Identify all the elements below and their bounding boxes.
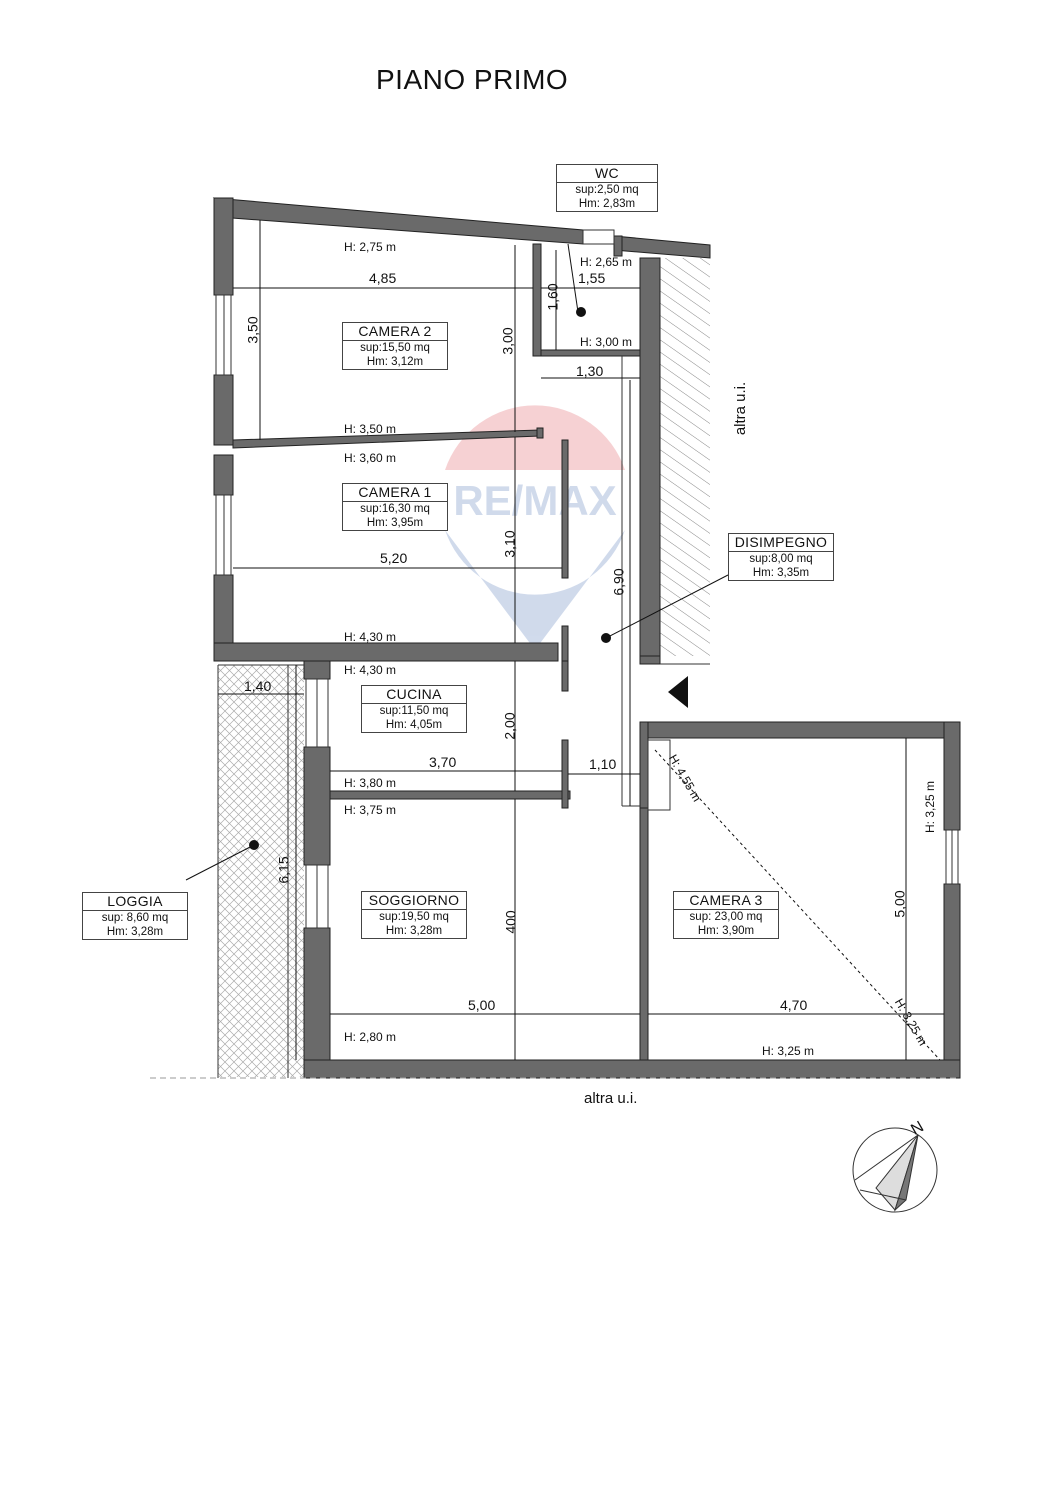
dim-loggia-width: 1,40 bbox=[244, 678, 272, 694]
room-name: SOGGIORNO bbox=[362, 892, 466, 910]
entrance-arrow-icon bbox=[668, 676, 688, 708]
room-name: CUCINA bbox=[362, 686, 466, 704]
dim-sogg-depth: 400 bbox=[502, 910, 519, 934]
room-camera2-label: CAMERA 2 sup:15,50 mq Hm: 3,12m bbox=[342, 322, 448, 370]
dim-cam2-inner: 3,00 bbox=[499, 327, 516, 355]
room-height: Hm: 3,12m bbox=[366, 356, 424, 368]
room-height: Hm: 3,35m bbox=[752, 567, 810, 579]
room-surface: sup: 23,00 mq bbox=[689, 911, 763, 923]
height-cam1-bottom: H: 4,30 m bbox=[344, 630, 397, 644]
dim-cam3-depth: 5,00 bbox=[891, 890, 908, 918]
height-sogg-bottom: H: 2,80 m bbox=[344, 1030, 397, 1044]
room-name: DISIMPEGNO bbox=[729, 534, 833, 552]
height-cucina-top: H: 4,30 m bbox=[344, 663, 397, 677]
height-cucina-bottom: H: 3,80 m bbox=[344, 776, 397, 790]
dim-loggia-length: 6,15 bbox=[275, 856, 292, 884]
room-height: Hm: 2,83m bbox=[578, 198, 636, 210]
dim-cucina-width: 3,70 bbox=[429, 754, 457, 770]
compass-icon bbox=[852, 1127, 938, 1213]
dim-dis-length: 6,90 bbox=[610, 568, 627, 596]
room-name: WC bbox=[557, 165, 657, 183]
height-cam2-bottom: H: 3,50 m bbox=[344, 422, 397, 436]
room-name: CAMERA 1 bbox=[343, 484, 447, 502]
dim-cam2-width: 4,85 bbox=[369, 270, 397, 286]
room-name: CAMERA 2 bbox=[343, 323, 447, 341]
room-soggiorno-label: SOGGIORNO sup:19,50 mq Hm: 3,28m bbox=[361, 891, 467, 939]
room-wc-label: WC sup:2,50 mq Hm: 2,83m bbox=[556, 164, 658, 212]
neighbor-label-right: altra u.i. bbox=[732, 381, 750, 436]
dim-wc-height: 1,60 bbox=[544, 283, 561, 311]
neighbor-label-bottom: altra u.i. bbox=[584, 1090, 638, 1107]
room-surface: sup: 8,60 mq bbox=[101, 912, 169, 924]
height-cam2-top: H: 2,75 m bbox=[344, 240, 397, 254]
room-camera3-label: CAMERA 3 sup: 23,00 mq Hm: 3,90m bbox=[673, 891, 779, 939]
dim-cam3-width: 4,70 bbox=[780, 997, 808, 1013]
dim-sogg-width: 5,00 bbox=[468, 997, 496, 1013]
room-markers bbox=[249, 307, 611, 850]
room-cucina-label: CUCINA sup:11,50 mq Hm: 4,05m bbox=[361, 685, 467, 733]
dim-dis-width: 1,10 bbox=[589, 756, 617, 772]
room-name: CAMERA 3 bbox=[674, 892, 778, 910]
watermark-text: RE/MAX bbox=[453, 477, 616, 524]
room-loggia-label: LOGGIA sup: 8,60 mq Hm: 3,28m bbox=[82, 892, 188, 940]
room-surface: sup:16,30 mq bbox=[360, 503, 430, 515]
room-surface: sup:2,50 mq bbox=[575, 184, 639, 196]
dim-cam2-depth: 3,50 bbox=[244, 316, 261, 344]
dim-cam1-width: 5,20 bbox=[380, 550, 408, 566]
dimension-lines bbox=[185, 220, 944, 1061]
loggia-hatch bbox=[218, 665, 304, 1077]
room-height: Hm: 3,95m bbox=[366, 517, 424, 529]
room-height: Hm: 3,28m bbox=[385, 925, 443, 937]
room-height: Hm: 3,28m bbox=[106, 926, 164, 938]
dim-corr-width: 1,30 bbox=[576, 363, 604, 379]
windows bbox=[215, 229, 959, 1078]
room-surface: sup:15,50 mq bbox=[360, 342, 430, 354]
room-surface: sup:11,50 mq bbox=[379, 705, 449, 717]
room-surface: sup:8,00 mq bbox=[749, 553, 813, 565]
neighbor-hatch bbox=[660, 258, 710, 656]
dim-cucina-depth: 2,00 bbox=[501, 712, 518, 740]
height-cam3-bottom: H: 3,25 m bbox=[762, 1044, 815, 1058]
room-name: LOGGIA bbox=[83, 893, 187, 911]
dim-wc-width: 1,55 bbox=[578, 270, 606, 286]
height-cam3-right: H: 3,25 m bbox=[923, 780, 938, 834]
room-camera1-label: CAMERA 1 sup:16,30 mq Hm: 3,95m bbox=[342, 483, 448, 531]
room-height: Hm: 3,90m bbox=[697, 925, 755, 937]
room-height: Hm: 4,05m bbox=[385, 719, 443, 731]
plan-title: PIANO PRIMO bbox=[376, 64, 569, 95]
height-wc-bottom: H: 3,00 m bbox=[580, 335, 633, 349]
height-wc-top: H: 2,65 m bbox=[580, 255, 633, 269]
height-sogg-top: H: 3,75 m bbox=[344, 803, 397, 817]
height-cam1-top: H: 3,60 m bbox=[344, 451, 397, 465]
watermark-logo: RE/MAX bbox=[445, 405, 625, 650]
dim-cam1-depth: 3,10 bbox=[501, 530, 518, 558]
walls bbox=[212, 197, 961, 1079]
room-disimpegno-label: DISIMPEGNO sup:8,00 mq Hm: 3,35m bbox=[728, 533, 834, 581]
room-surface: sup:19,50 mq bbox=[379, 911, 449, 923]
